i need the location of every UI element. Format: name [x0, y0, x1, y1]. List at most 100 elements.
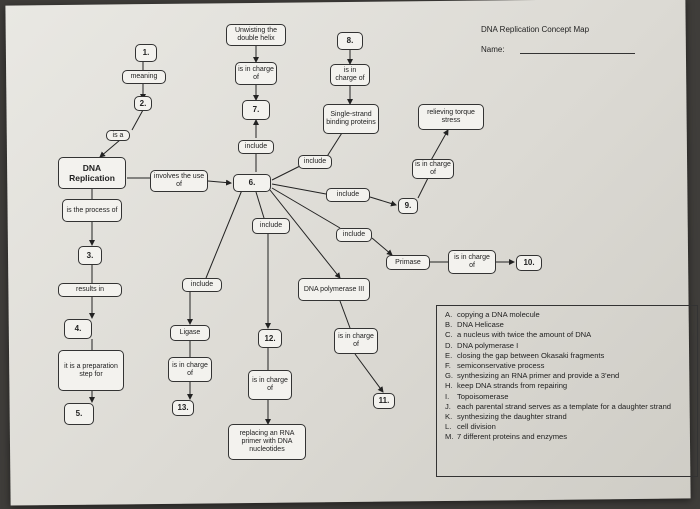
answer-text: copying a DNA molecule	[457, 310, 540, 319]
node-in-charge-of: is in charge of	[448, 250, 496, 274]
answer-letter: I.	[445, 391, 450, 401]
answer-text: closing the gap between Okasaki fragment…	[457, 350, 605, 360]
node-ligase: Ligase	[170, 325, 210, 341]
answer-option: M.7 different proteins and enzymes	[445, 432, 695, 442]
answer-text: cell division	[457, 422, 496, 432]
answer-option: L. cell division	[445, 422, 695, 432]
link	[371, 237, 393, 256]
answer-option: K. synthesizing the daughter strand	[445, 412, 695, 422]
answer-letter: K.	[445, 412, 453, 422]
answer-letter: E.	[445, 350, 453, 360]
answer-option: H. keep DNA strands from repairing	[445, 381, 695, 391]
answer-letter: C.	[445, 330, 453, 340]
link	[207, 179, 232, 186]
blank-10[interactable]: 10.	[516, 255, 542, 271]
node-dna-replication: DNA Replication	[58, 157, 126, 189]
node-in-charge-of: is in charge of	[235, 62, 277, 85]
answer-text: semiconservative process	[457, 361, 545, 371]
link	[205, 189, 243, 279]
node-include: include	[336, 228, 372, 242]
link	[417, 177, 429, 199]
node-single-strand-binding-proteins: Single-strand binding proteins	[323, 104, 379, 134]
answer-bank	[436, 305, 698, 477]
blank-3[interactable]: 3.	[78, 246, 102, 265]
answer-text: DNA polymerase I	[457, 340, 519, 350]
node-in-charge-of: is in charge of	[334, 328, 378, 354]
name-line[interactable]	[520, 53, 635, 54]
answer-letter: A.	[445, 310, 453, 319]
answer-option: J. each parental strand serves as a templ…	[445, 402, 695, 412]
answer-option: B. DNA Helicase	[445, 320, 695, 330]
node-in-charge-of: is in charge of	[330, 64, 370, 86]
node-preparation-step-for: it is a preparation step for	[58, 350, 124, 391]
node-is-a: is a	[106, 130, 130, 141]
blank-13[interactable]: 13.	[172, 400, 194, 416]
node-include: include	[252, 218, 290, 234]
answer-letter: L.	[445, 422, 452, 432]
answer-option: G.synthesizing an RNA primer and provide…	[445, 371, 695, 381]
answer-text: synthesizing an RNA primer and provide a…	[457, 371, 620, 381]
blank-6[interactable]: 6.	[233, 174, 271, 192]
answer-option: A. copying a DNA molecule	[445, 310, 695, 320]
link	[99, 139, 121, 158]
blank-9[interactable]: 9.	[398, 198, 418, 214]
node-dna-polymerase-iii: DNA polymerase III	[298, 278, 370, 301]
link	[271, 183, 327, 195]
node-unwinding: Unwisting the double helix	[226, 24, 286, 46]
answer-option: F. semiconservative process	[445, 361, 695, 371]
link	[429, 129, 449, 163]
node-process-of: is the process of	[62, 199, 122, 222]
answer-letter: M.	[445, 432, 454, 442]
node-include: include	[182, 278, 222, 292]
answer-letter: J.	[445, 401, 451, 411]
node-results-in: results in	[58, 283, 122, 297]
blank-12[interactable]: 12.	[258, 329, 282, 348]
node-include: include	[238, 140, 274, 154]
answer-letter: H.	[445, 381, 453, 391]
answer-option: C. a nucleus with twice the amount of DNA	[445, 330, 695, 340]
blank-1[interactable]: 1.	[135, 44, 157, 62]
link	[369, 196, 397, 207]
answer-text: Topoisomerase	[457, 391, 509, 401]
answer-letter: D.	[445, 340, 453, 350]
answer-text: a nucleus with twice the amount of DNA	[457, 330, 592, 340]
node-replacing-rna-primer: replacing an RNA primer with DNA nucleot…	[228, 424, 306, 460]
node-relieving-torque-stress: relieving torque stress	[418, 104, 484, 130]
blank-11[interactable]: 11.	[373, 393, 395, 409]
node-include: include	[326, 188, 370, 202]
blank-2[interactable]: 2.	[134, 96, 152, 111]
name-label: Name:	[481, 45, 505, 54]
answer-option: I. Topoisomerase	[445, 392, 695, 402]
node-in-charge-of: is in charge of	[248, 370, 292, 400]
answer-text: each parental strand serves as a templat…	[457, 401, 672, 411]
answer-option: E. closing the gap between Okasaki fragme…	[445, 351, 695, 361]
link	[269, 189, 341, 279]
link	[354, 353, 384, 393]
answer-letter: G.	[445, 371, 454, 381]
link	[255, 191, 265, 219]
node-meaning: meaning	[122, 70, 166, 84]
link	[271, 165, 301, 181]
node-primase: Primase	[386, 255, 430, 270]
link	[131, 109, 144, 131]
link	[271, 187, 341, 229]
blank-7[interactable]: 7.	[242, 100, 270, 120]
answer-option: D. DNA polymerase I	[445, 341, 695, 351]
node-involves-use-of: involves the use of	[150, 170, 208, 192]
blank-8[interactable]: 8.	[337, 32, 363, 50]
answer-text: 7 different proteins and enzymes	[457, 432, 568, 442]
blank-5[interactable]: 5.	[64, 403, 94, 425]
worksheet-title: DNA Replication Concept Map	[481, 25, 590, 34]
answer-text: DNA Helicase	[457, 320, 504, 330]
answer-text: synthesizing the daughter strand	[457, 412, 567, 422]
blank-4[interactable]: 4.	[64, 319, 92, 339]
node-include: include	[298, 155, 332, 169]
answer-letter: F.	[445, 361, 451, 371]
answer-letter: B.	[445, 320, 453, 330]
answer-text: keep DNA strands from repairing	[457, 381, 568, 391]
node-in-charge-of: is in charge of	[168, 357, 212, 382]
link	[339, 300, 351, 329]
node-in-charge-of: is in charge of	[412, 159, 454, 179]
